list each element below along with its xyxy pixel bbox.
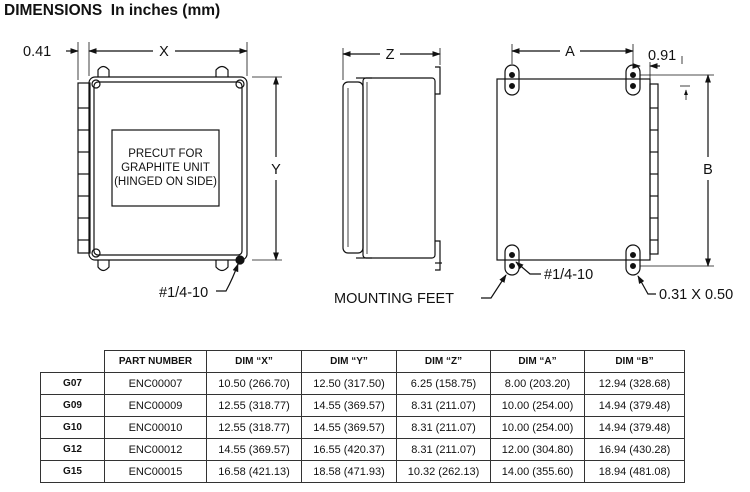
table-cell: ENC00012 — [104, 438, 207, 461]
front-screw-top-left — [91, 79, 101, 89]
side-lid — [342, 81, 364, 254]
front-screw-label: #1/4-10 — [159, 285, 208, 301]
dim-y-label: Y — [271, 162, 281, 178]
table-cell: 6.25 (158.75) — [396, 372, 491, 395]
table-cell: 8.00 (203.20) — [490, 372, 585, 395]
row-label: G12 — [40, 438, 105, 461]
table-row: G15 ENC00015 16.58 (421.13) 18.58 (471.9… — [40, 460, 685, 483]
row-label: G09 — [40, 394, 105, 417]
front-enclosure-body — [88, 76, 248, 261]
dim-a-label: A — [565, 44, 575, 60]
table-header-row: PART NUMBER DIM “X” DIM “Y” DIM “Z” DIM … — [40, 350, 685, 373]
front-foot-bottom-right — [215, 260, 229, 272]
table-row: G10 ENC00010 12.55 (318.77) 14.55 (369.5… — [40, 416, 685, 439]
back-body — [496, 78, 651, 261]
table-cell: 14.00 (355.60) — [490, 460, 585, 483]
back-foot-top-left — [504, 64, 520, 96]
table-cell: 12.94 (328.68) — [584, 372, 685, 395]
dimension-drawing: PRECUT FOR GRAPHITE UNIT (HINGED ON SIDE… — [23, 42, 733, 307]
table-cell: 14.94 (379.48) — [584, 416, 685, 439]
table-header: DIM “A” — [490, 350, 585, 373]
front-hinge-strip — [77, 82, 91, 254]
table-cell: 14.55 (369.57) — [301, 394, 397, 417]
front-foot-top-left — [97, 65, 110, 77]
table-cell: ENC00007 — [104, 372, 207, 395]
row-label: G10 — [40, 416, 105, 439]
table-row: G12 ENC00012 14.55 (369.57) 16.55 (420.3… — [40, 438, 685, 461]
table-cell: 10.32 (262.13) — [396, 460, 491, 483]
table-row: G07 ENC00007 10.50 (266.70) 12.50 (317.5… — [40, 372, 685, 395]
precut-panel — [111, 129, 220, 207]
dim-z-label: Z — [386, 47, 395, 63]
side-body — [362, 77, 436, 259]
table-cell: 12.00 (304.80) — [490, 438, 585, 461]
precut-line-2: GRAPHITE UNIT — [121, 162, 210, 174]
table-cell: 18.94 (481.08) — [584, 460, 685, 483]
table-cell: 8.31 (211.07) — [396, 416, 491, 439]
table-cell: 14.94 (379.48) — [584, 394, 685, 417]
table-cell: 16.55 (420.37) — [301, 438, 397, 461]
table-cell: 16.58 (421.13) — [206, 460, 302, 483]
table-cell: 12.50 (317.50) — [301, 372, 397, 395]
page-title: DIMENSIONS In inches (mm) — [4, 2, 221, 19]
back-foot-top-right — [625, 64, 641, 96]
precut-line-1: PRECUT FOR — [128, 148, 203, 160]
precut-line-3: (HINGED ON SIDE) — [114, 176, 217, 188]
table-row: G09 ENC00009 12.55 (318.77) 14.55 (369.5… — [40, 394, 685, 417]
table-cell: 8.31 (211.07) — [396, 394, 491, 417]
side-view: Z MOUNTING FEET — [334, 47, 507, 307]
table-cell: 18.58 (471.93) — [301, 460, 397, 483]
back-hinge-strip — [649, 83, 659, 255]
front-door-inner — [93, 81, 243, 256]
table-cell: 8.31 (211.07) — [396, 438, 491, 461]
row-label: G07 — [40, 372, 105, 395]
table-cell: 14.55 (369.57) — [301, 416, 397, 439]
front-view: PRECUT FOR GRAPHITE UNIT (HINGED ON SIDE… — [23, 42, 282, 301]
front-foot-bottom-left — [97, 260, 110, 272]
dim-091-label: 0.91 — [648, 48, 676, 64]
table-cell: 14.55 (369.57) — [206, 438, 302, 461]
table-header: DIM “B” — [584, 350, 685, 373]
table-cell: 10.00 (254.00) — [490, 394, 585, 417]
side-foot-top — [435, 66, 441, 95]
back-foot-bottom-left — [504, 244, 520, 276]
dimensions-table: PART NUMBER DIM “X” DIM “Y” DIM “Z” DIM … — [40, 350, 685, 483]
back-view: A 0.91 B #1/4-10 0.31 X 0.50 — [496, 44, 733, 303]
table-header-corner — [40, 350, 105, 373]
front-screw-bottom-left — [91, 248, 101, 258]
back-foot-bottom-right — [625, 244, 641, 276]
table-cell: 10.00 (254.00) — [490, 416, 585, 439]
dim-x-label: X — [159, 44, 169, 60]
table-header: DIM “Z” — [396, 350, 491, 373]
table-header: DIM “Y” — [301, 350, 397, 373]
table-header: PART NUMBER — [104, 350, 207, 373]
table-header: DIM “X” — [206, 350, 302, 373]
dim-041-label: 0.41 — [23, 44, 51, 60]
front-foot-top-right — [215, 65, 229, 77]
row-label: G15 — [40, 460, 105, 483]
table-cell: 10.50 (266.70) — [206, 372, 302, 395]
front-screw-bottom-right — [235, 255, 245, 265]
front-screw-top-right — [235, 79, 245, 89]
table-cell: 12.55 (318.77) — [206, 416, 302, 439]
mounting-feet-label: MOUNTING FEET — [334, 291, 454, 307]
table-cell: 12.55 (318.77) — [206, 394, 302, 417]
back-screw-label: #1/4-10 — [544, 267, 593, 283]
side-foot-bottom — [435, 240, 441, 271]
table-cell: ENC00009 — [104, 394, 207, 417]
table-cell: 16.94 (430.28) — [584, 438, 685, 461]
slot-size-label: 0.31 X 0.50 — [659, 287, 733, 303]
table-cell: ENC00015 — [104, 460, 207, 483]
dim-b-label: B — [703, 162, 713, 178]
table-cell: ENC00010 — [104, 416, 207, 439]
